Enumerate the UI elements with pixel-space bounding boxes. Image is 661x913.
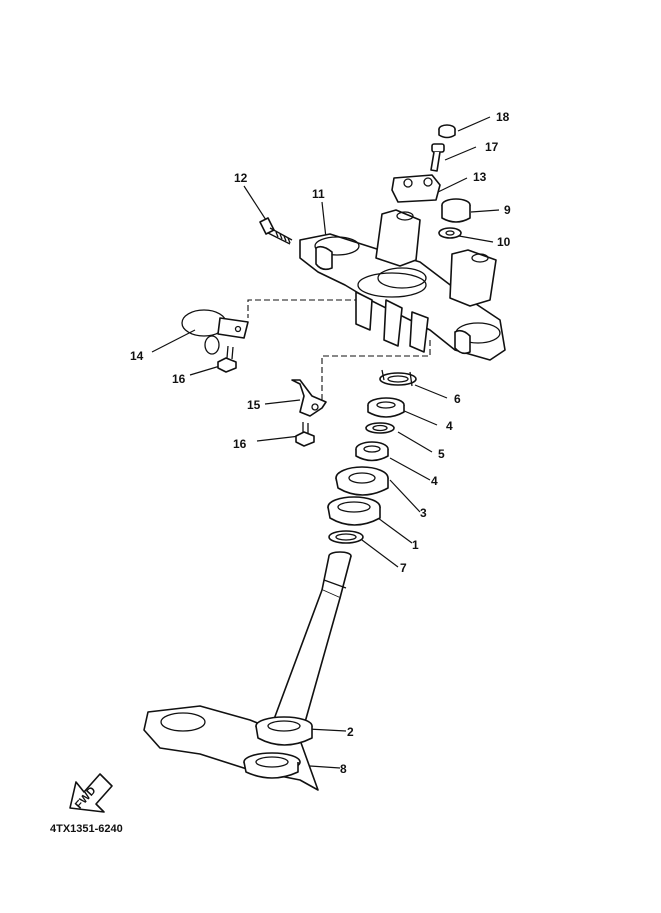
part-16-bolt-upper xyxy=(217,345,237,373)
part-3-cover xyxy=(335,466,389,496)
part-18-cap-bolt xyxy=(438,124,456,139)
part-4-ring-nut-upper xyxy=(367,397,405,418)
part-7-seal xyxy=(328,530,364,544)
part-16-bolt-lower xyxy=(295,422,315,447)
callout-17: 17 xyxy=(485,140,499,154)
callout-15: 15 xyxy=(247,398,261,412)
callout-6: 6 xyxy=(454,392,461,406)
part-10-washer xyxy=(438,227,462,239)
callout-2: 2 xyxy=(347,725,354,739)
part-4-ring-nut-lower xyxy=(355,441,389,462)
part-1-bearing xyxy=(327,496,381,526)
diagram-code: 4TX1351-6240 xyxy=(50,823,123,835)
callout-16-upper: 16 xyxy=(172,372,186,386)
part-15-bracket xyxy=(291,379,327,417)
callout-4-lower: 4 xyxy=(431,474,438,488)
callout-14: 14 xyxy=(130,349,144,363)
part-8-dust-seal xyxy=(243,752,301,779)
part-5-washer xyxy=(365,422,395,434)
part-17-bolt xyxy=(430,143,445,172)
steering-stem xyxy=(143,551,352,791)
callout-8: 8 xyxy=(340,762,347,776)
callout-1: 1 xyxy=(412,538,419,552)
callout-18: 18 xyxy=(496,110,510,124)
callout-7: 7 xyxy=(400,561,407,575)
callout-9: 9 xyxy=(504,203,511,217)
part-12-bolt xyxy=(259,217,293,245)
callout-10: 10 xyxy=(497,235,511,249)
part-14-clip xyxy=(181,309,249,355)
part-6-lock-washer xyxy=(379,369,417,387)
part-11-upper-bracket xyxy=(299,209,506,361)
callout-5: 5 xyxy=(438,447,445,461)
callout-labels: 18 17 13 12 11 9 10 14 16 15 6 4 16 5 4 … xyxy=(130,110,511,776)
part-2-lower-bearing xyxy=(255,716,313,746)
callout-4-upper: 4 xyxy=(446,419,453,433)
callout-12: 12 xyxy=(234,171,248,185)
callout-3: 3 xyxy=(420,506,427,520)
callout-11: 11 xyxy=(312,187,325,201)
part-13-upper-holder xyxy=(391,174,441,203)
part-9-nut xyxy=(441,198,471,223)
fwd-arrow-icon: FWD xyxy=(69,773,113,813)
callout-16-lower: 16 xyxy=(233,437,247,451)
callout-13: 13 xyxy=(473,170,487,184)
leader-lines xyxy=(151,116,500,769)
